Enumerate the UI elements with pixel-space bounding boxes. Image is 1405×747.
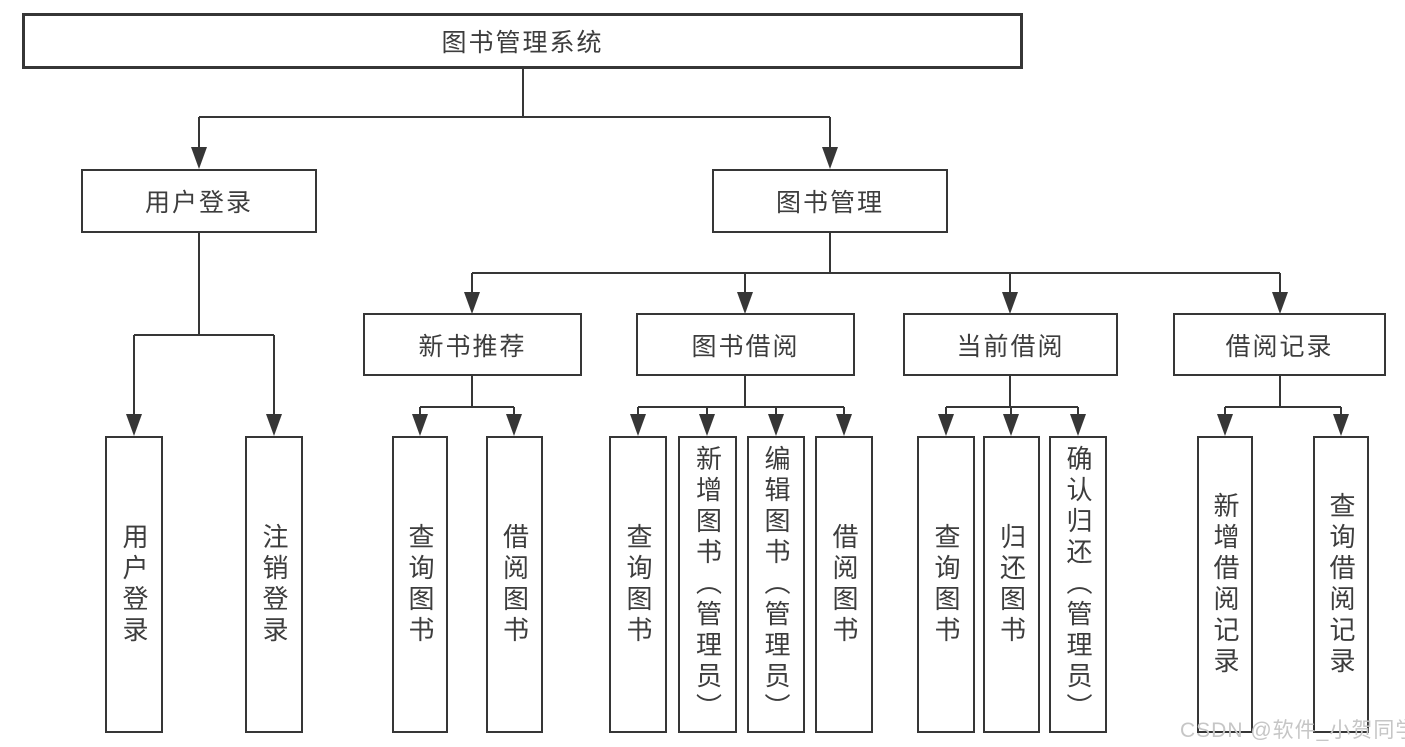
leaf-logout: 注销登录: [245, 436, 303, 733]
leaf-query-borrow-record: 查询借阅记录: [1313, 436, 1369, 733]
leaf-query-books-newbook: 查询图书: [392, 436, 448, 733]
leaf-label: 查询图书: [623, 522, 653, 647]
leaf-label: 归还图书: [996, 522, 1027, 647]
arrowheads: [126, 147, 1349, 436]
leaf-label: 借阅图书: [829, 522, 859, 647]
node-book-management: 图书管理: [712, 169, 948, 233]
leaf-label: 注销登录: [259, 522, 289, 647]
edge-borrow-record-split: [1224, 376, 1342, 416]
node-label: 新书推荐: [418, 332, 527, 361]
node-label: 图书管理系统: [441, 29, 604, 57]
leaf-borrow-books-newbook: 借阅图书: [486, 436, 543, 733]
node-current-borrowing: 当前借阅: [903, 313, 1118, 376]
leaf-label: 查询图书: [405, 522, 435, 647]
leaf-label: 查询借阅记录: [1326, 491, 1356, 678]
node-borrowing-records: 借阅记录: [1173, 313, 1386, 376]
edge-current-borrow-split: [945, 376, 1079, 416]
leaf-return-books: 归还图书: [983, 436, 1040, 733]
edge-new-book-split: [419, 376, 515, 416]
leaf-edit-books-admin: 编辑图书（管理员）: [747, 436, 805, 733]
leaf-label: 借阅图书: [499, 522, 530, 647]
csdn-watermark: CSDN @软件_小贺同学: [1180, 719, 1405, 742]
leaf-label: 新增图书（管理员）: [692, 445, 723, 724]
leaf-query-books-currentborrow: 查询图书: [917, 436, 975, 733]
leaf-label: 编辑图书（管理员）: [761, 445, 791, 724]
leaf-query-books-bookborrow: 查询图书: [609, 436, 667, 733]
edge-root-split: [198, 69, 831, 149]
node-label: 当前借阅: [956, 332, 1065, 361]
leaf-label: 新增借阅记录: [1210, 491, 1240, 678]
node-label: 图书借阅: [691, 332, 800, 361]
edge-book-mgmt-split: [471, 233, 1281, 294]
leaf-confirm-return-admin: 确认归还（管理员）: [1049, 436, 1107, 733]
leaf-label: 查询图书: [931, 522, 961, 647]
node-label: 图书管理: [775, 189, 884, 217]
node-book-borrowing: 图书借阅: [636, 313, 855, 376]
node-label: 借阅记录: [1225, 332, 1334, 361]
leaf-borrow-books-bookborrow: 借阅图书: [815, 436, 873, 733]
leaf-add-borrow-record: 新增借阅记录: [1197, 436, 1253, 733]
edge-user-login-split: [133, 233, 275, 416]
leaf-add-books-admin: 新增图书（管理员）: [678, 436, 737, 733]
leaf-label: 确认归还（管理员）: [1063, 445, 1093, 724]
node-user-login: 用户登录: [81, 169, 317, 233]
node-label: 用户登录: [144, 189, 253, 217]
edge-book-borrow-split: [637, 376, 845, 416]
node-library-management-system: 图书管理系统: [22, 13, 1023, 69]
leaf-label: 用户登录: [119, 522, 149, 647]
leaf-user-login: 用户登录: [105, 436, 163, 733]
node-new-book-recommend: 新书推荐: [363, 313, 582, 376]
